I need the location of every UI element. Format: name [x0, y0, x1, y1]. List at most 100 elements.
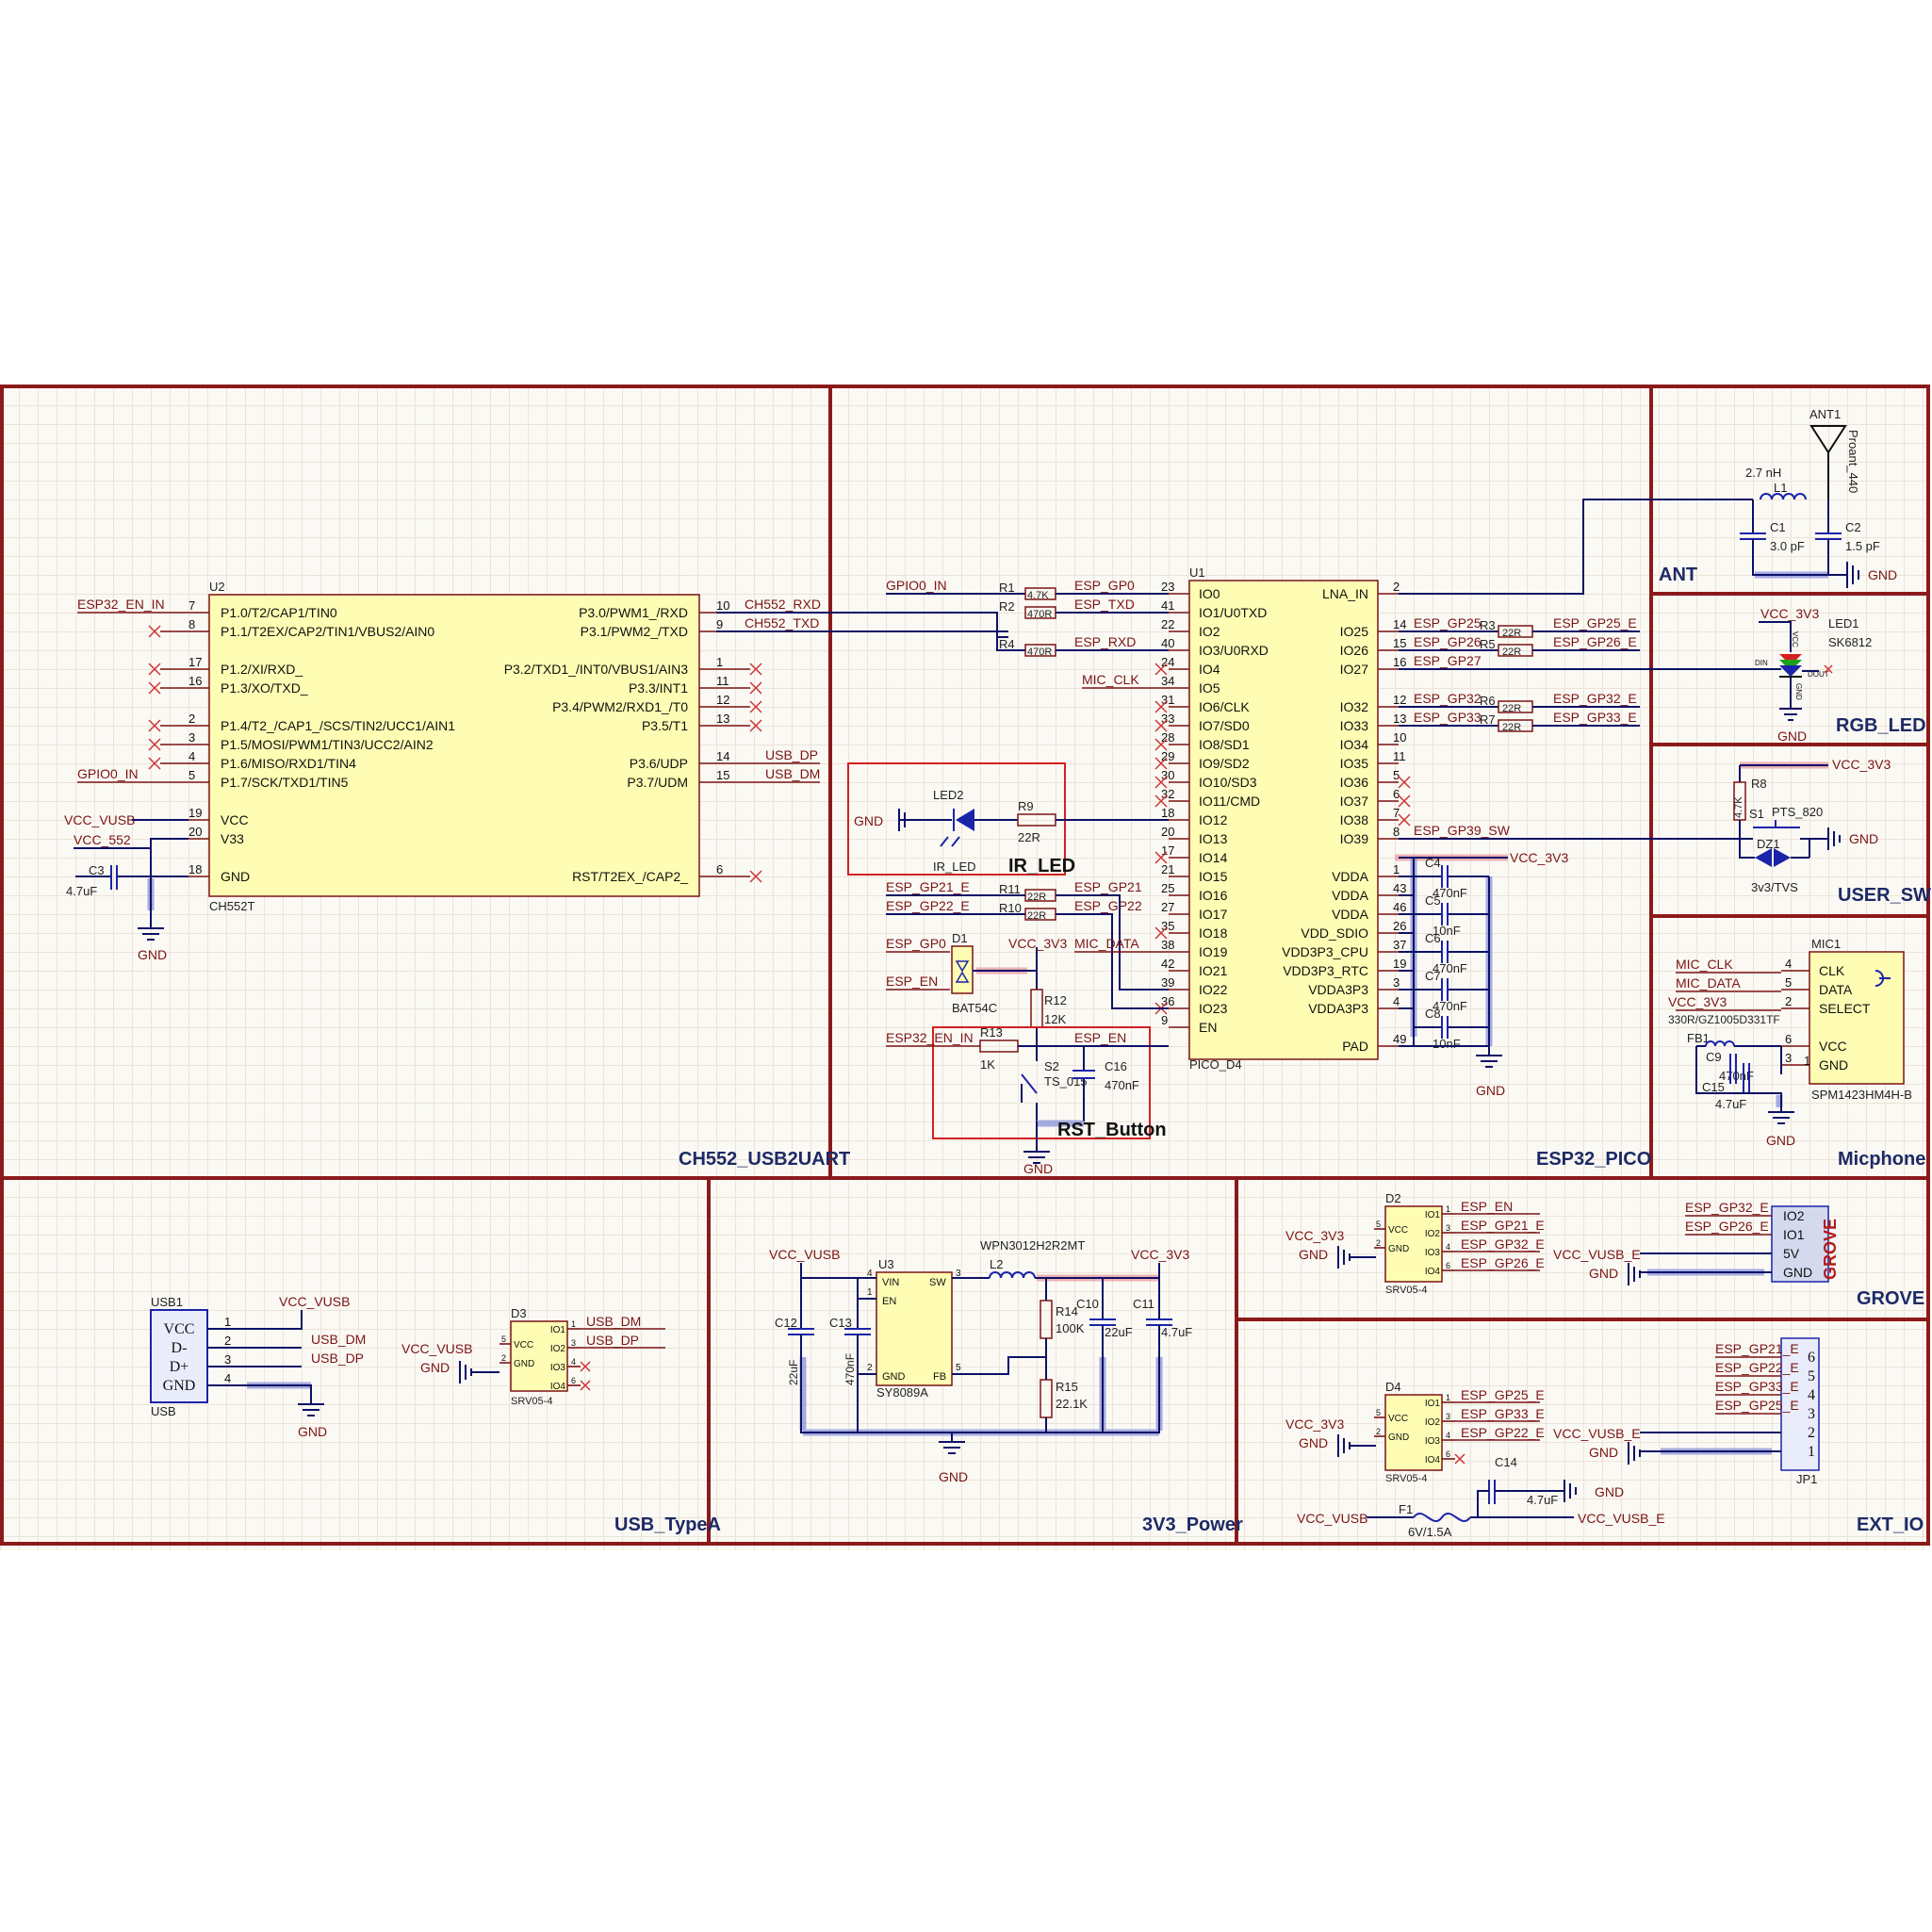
net-gp33e: ESP_GP33_E: [1553, 710, 1637, 725]
ch552-pin-label: P3.1/PWM2_/TXD: [581, 624, 688, 639]
ch552-chip[interactable]: [208, 594, 700, 897]
esp32-pin-label: IO0: [1199, 586, 1220, 601]
d4-chip[interactable]: [1384, 1394, 1443, 1471]
u3-pinno-3: 3: [956, 1269, 961, 1279]
net-gp33: ESP_GP33: [1414, 710, 1482, 725]
esp32-pin-number: 16: [1393, 655, 1406, 669]
esp32-pin-label: VDDA3P3: [1308, 982, 1368, 997]
d2-chip[interactable]: [1384, 1205, 1443, 1283]
esp32-pin-number: 7: [1393, 806, 1400, 820]
r9-ref: R9: [1018, 799, 1034, 813]
srv-pin-label: IO3: [1425, 1248, 1441, 1258]
esp32-pin-number: 42: [1161, 957, 1174, 971]
esp32-pin-label: IO10/SD3: [1199, 775, 1257, 790]
led1-ref: LED1: [1828, 616, 1859, 630]
esp32-chip[interactable]: [1188, 580, 1379, 1060]
grove-connector[interactable]: [1771, 1205, 1829, 1283]
esp32-pin-label: VDD3P3_RTC: [1283, 963, 1368, 978]
mic1-pins: CLK4MIC_CLKDATA5MIC_DATASELECT2VCC_3V3VC…: [1668, 957, 1871, 1074]
ch552-pin-number: 4: [188, 749, 195, 763]
c1-ref: C1: [1770, 520, 1786, 534]
srv-pin-number: 4: [571, 1357, 576, 1367]
mic1-chip[interactable]: [1809, 951, 1905, 1085]
ch552-pin-label: P3.6/UDP: [630, 756, 688, 771]
ch552-pin-number: 2: [188, 712, 195, 726]
d4-gnd-net: GND: [1299, 1435, 1328, 1450]
esp32-pin-label: IO9/SD2: [1199, 756, 1250, 771]
c1-val: 3.0 pF: [1770, 539, 1805, 553]
r13-ref: R13: [980, 1025, 1003, 1040]
esp32-pin-label: IO27: [1340, 662, 1369, 677]
grove-net-io1: ESP_GP26_E: [1685, 1219, 1769, 1234]
esp32-pin-number: 10: [1393, 730, 1406, 745]
no-connect-marker: [1154, 719, 1168, 732]
rgb-led-blue: [1779, 665, 1802, 677]
mic-pin-label: SELECT: [1819, 1001, 1871, 1016]
ch552-pin-label: P3.5/T1: [642, 718, 688, 733]
ch552-pin-number: 19: [188, 806, 202, 820]
usb-connector[interactable]: [150, 1309, 208, 1403]
esp32-pin-number: 26: [1393, 919, 1406, 933]
mic-pin-number: 6: [1785, 1032, 1792, 1046]
d2-vcc-net: VCC_3V3: [1285, 1228, 1344, 1243]
grove-conn-label: GROVE: [1821, 1219, 1840, 1280]
srv-pin-number: 3: [1446, 1223, 1450, 1233]
r12-ref: R12: [1044, 993, 1067, 1007]
d1-ref: D1: [952, 931, 968, 945]
d3-chip[interactable]: [510, 1320, 568, 1392]
mic1-part: SPM1423HM4H-B: [1811, 1088, 1912, 1102]
net-gpio0-in-2: GPIO0_IN: [886, 578, 947, 593]
rgb-vcc-label: VCC_3V3: [1760, 606, 1819, 621]
ch552-pin-number: 13: [716, 712, 729, 726]
ant1-ref: ANT1: [1809, 407, 1841, 421]
capacitor-val: 470nF: [1433, 886, 1467, 900]
srv-pin-label: IO4: [1425, 1267, 1441, 1277]
srv-pin-number: 1: [1446, 1393, 1450, 1402]
srv-pin-label: GND: [1388, 1244, 1409, 1254]
section-title-esp32: ESP32_PICO: [1536, 1149, 1651, 1170]
esp32-pin-label: IO1/U0TXD: [1199, 605, 1267, 620]
esp32-pin-number: 23: [1161, 580, 1174, 594]
esp32-pin-number: 34: [1161, 674, 1174, 688]
esp32-pin-number: 39: [1161, 975, 1174, 990]
mic-pin-net: MIC_DATA: [1676, 975, 1741, 991]
d4-ref: D4: [1385, 1380, 1401, 1394]
srv-pin-net: ESP_EN: [1461, 1199, 1513, 1214]
u3-chip[interactable]: [876, 1271, 953, 1386]
esp32-pin-number: 11: [1393, 749, 1406, 763]
net-esp-en: ESP_EN: [886, 974, 938, 989]
u3-pinno-5: 5: [956, 1363, 961, 1373]
led2-ref: LED2: [933, 788, 964, 802]
rgb-gnd-label: GND: [1777, 729, 1807, 744]
usb-pin-label: D+: [170, 1359, 189, 1375]
resistor-val: 22R: [1502, 703, 1521, 714]
u3-part: SY8089A: [876, 1385, 928, 1400]
usb-pin-number: 1: [224, 1315, 231, 1329]
rgb-din-pin: DIN: [1755, 659, 1768, 667]
usb-vcc-vusb: VCC_VUSB: [279, 1294, 350, 1309]
s1-part: PTS_820: [1772, 805, 1823, 819]
section-title-power: 3V3_Power: [1142, 1514, 1243, 1535]
gnd-symbol: [1779, 708, 1802, 721]
esp32-pin-number: 18: [1161, 806, 1174, 820]
jp1-pin-number: 4: [1808, 1387, 1815, 1403]
srv-pin-label: VCC: [1388, 1414, 1408, 1424]
srv-pin-number: 6: [1446, 1261, 1450, 1270]
no-connect-marker: [148, 681, 161, 695]
no-connect-marker: [580, 1361, 591, 1372]
l2-val: WPN3012H2R2MT: [980, 1238, 1085, 1253]
gnd-symbol: [1476, 1055, 1502, 1068]
d3-gnd-net: GND: [420, 1360, 450, 1375]
mic-pin-number: 5: [1785, 975, 1792, 990]
ch552-pin-label: P3.2/TXD1_/INT0/VBUS1/AIN3: [504, 662, 689, 677]
grove-net-io2: ESP_GP32_E: [1685, 1200, 1769, 1215]
srv-pin-label: IO3: [1425, 1436, 1441, 1447]
esp32-pin-number: 27: [1161, 900, 1174, 914]
resistor-val: 470R: [1027, 609, 1052, 620]
jp1-connector[interactable]: [1780, 1337, 1820, 1471]
usb1-ref: USB1: [151, 1295, 183, 1309]
gnd-symbol: [939, 1441, 965, 1454]
section-title-extio: EXT_IO: [1857, 1514, 1924, 1535]
